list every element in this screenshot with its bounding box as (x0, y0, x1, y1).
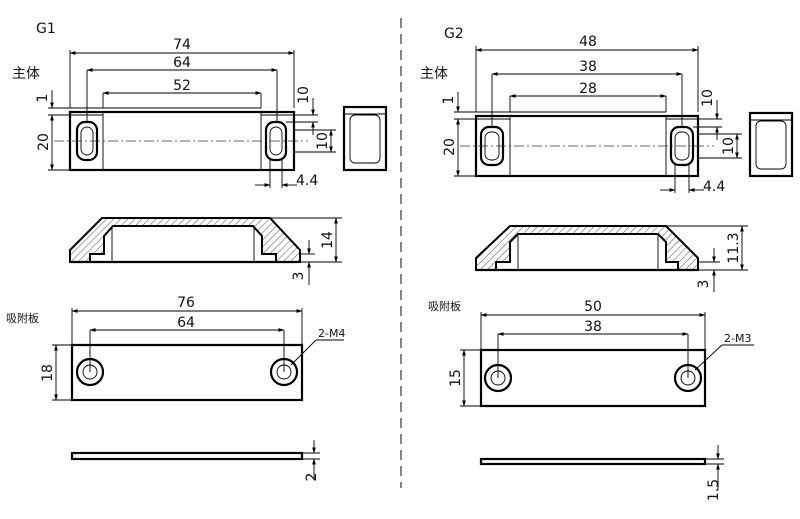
g2-dim-section-base: 3 (696, 280, 712, 289)
g2-dim-slot-top: 10 (700, 89, 716, 107)
g2-dim-slot-right: 10 (721, 137, 737, 155)
g2-dim-slot-width: 4.4 (703, 179, 725, 195)
g1-plate-dim-thickness: 2 (304, 473, 320, 482)
g2-plate-screw-note: 2-M3 (724, 332, 751, 345)
g2-dim-outer: 38 (579, 59, 597, 75)
g1-dim-slot-right: 10 (315, 132, 331, 150)
g2-plate-dim-thickness: 1.5 (706, 479, 722, 501)
g1-dim-height: 20 (36, 133, 52, 151)
g1-dim-slot-width: 4.4 (296, 173, 318, 189)
g1-plate-dim-height: 18 (40, 364, 56, 382)
g1-plate-dim-overall: 76 (177, 295, 195, 311)
g1-plate-dim-holes: 64 (177, 315, 195, 331)
g1-plate-view (70, 343, 304, 402)
g2-plate-label: 吸附板 (428, 299, 461, 313)
g1-title: G1 (36, 21, 56, 37)
g1-plate-label: 吸附板 (6, 311, 39, 325)
g2-dim-step: 1 (441, 96, 457, 105)
g1-dim-slot-top: 10 (296, 86, 312, 104)
g1-plate-thickness-view (70, 451, 304, 461)
g2-main-body-label: 主体 (420, 66, 448, 82)
g1-dim-step: 1 (35, 94, 51, 103)
g1-main-body-label: 主体 (12, 66, 40, 82)
g2-main-body-view (460, 111, 714, 178)
g1-side-view (342, 105, 388, 172)
g1-plate-screw-note: 2-M4 (318, 327, 345, 340)
g2-group: G2 主体 48 38 28 1 (420, 26, 794, 501)
g1-dim-section-height: 14 (320, 231, 336, 249)
g2-dim-section-height: 11.3 (726, 232, 742, 263)
g1-dim-section-base: 3 (291, 272, 307, 281)
g1-dim-inner: 52 (173, 78, 191, 94)
g1-section-view (69, 217, 301, 264)
g2-plate-dim-height: 15 (448, 369, 464, 387)
g1-dim-outer: 64 (173, 55, 191, 71)
g2-plate-dim-holes: 38 (584, 319, 602, 335)
g2-side-view (748, 111, 794, 178)
g2-plate-dim-overall: 50 (584, 299, 602, 315)
g2-title: G2 (444, 26, 464, 42)
g1-dim-overall: 74 (173, 37, 191, 53)
g2-dim-inner: 28 (579, 81, 597, 97)
g2-plate-view (479, 348, 707, 408)
g1-group: G1 主体 74 64 52 (6, 21, 388, 482)
g2-section-view (475, 225, 699, 272)
g2-dim-overall: 48 (579, 34, 597, 50)
g2-dim-height: 20 (442, 138, 458, 156)
g2-plate-thickness-view (479, 457, 707, 466)
g1-main-body-view (54, 107, 308, 172)
